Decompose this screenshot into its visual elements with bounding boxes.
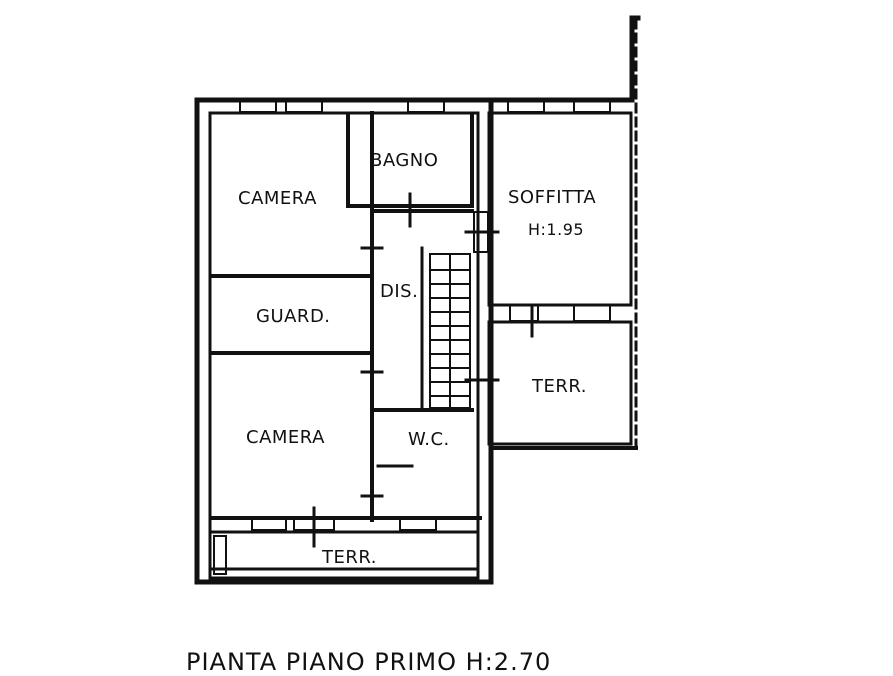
- room-label-terr-bottom: TERR.: [321, 547, 377, 568]
- room-label-soffitta: SOFFITTA: [508, 187, 596, 208]
- terrace-bottom-walls: [208, 530, 480, 580]
- room-label-camera-top: CAMERA: [238, 188, 317, 209]
- windows-top: [239, 99, 611, 113]
- doors: [312, 192, 534, 548]
- plan-caption: PIANTA PIANO PRIMO H:2.70: [186, 648, 552, 676]
- staircase: [429, 253, 471, 409]
- bottom-windows: [251, 517, 437, 531]
- side-window: [473, 211, 489, 253]
- mid-right-windows: [509, 304, 611, 322]
- room-label-wc: W.C.: [408, 429, 450, 450]
- room-label-soffitta-height: H:1.95: [528, 220, 584, 239]
- room-label-terr-right: TERR.: [531, 376, 587, 397]
- room-label-camera-bottom: CAMERA: [246, 427, 325, 448]
- interior-walls: [210, 111, 482, 522]
- room-label-guard: GUARD.: [256, 306, 331, 327]
- room-label-dis: DIS.: [380, 281, 418, 302]
- right-wing-walls: [475, 15, 641, 454]
- outer-walls: [194, 97, 494, 585]
- room-label-bagno: BAGNO: [370, 150, 438, 171]
